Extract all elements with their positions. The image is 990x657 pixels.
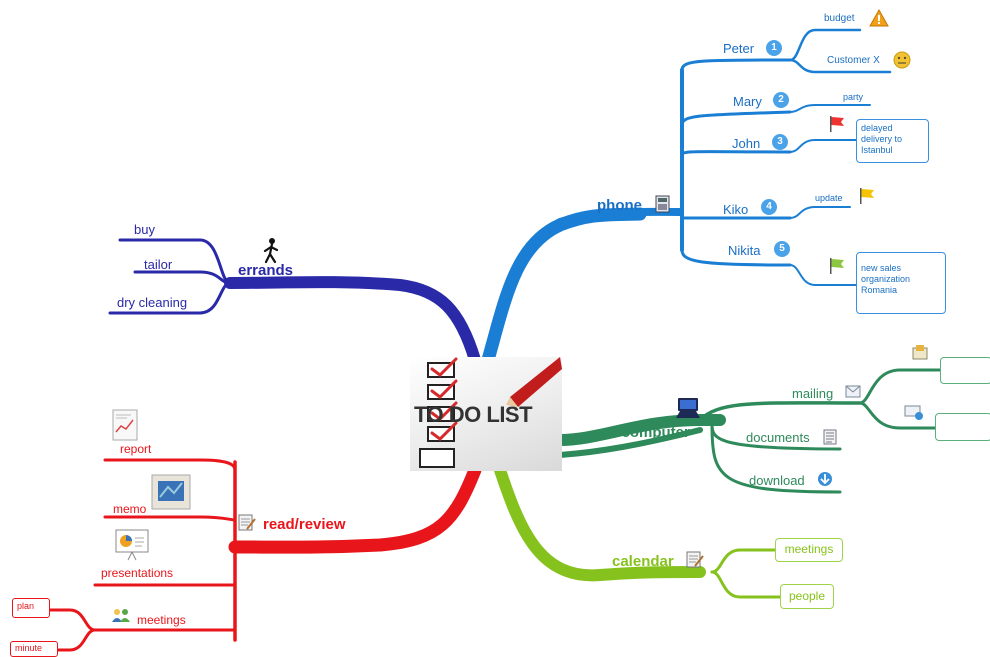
note-delayed-delivery[interactable]: delayed delivery to Istanbul bbox=[856, 119, 929, 163]
errands-label[interactable]: errands bbox=[238, 262, 294, 279]
read-item-meetings[interactable]: meetings bbox=[137, 613, 186, 627]
note-new-sales-organization[interactable]: new sales organization Romania bbox=[856, 252, 946, 314]
person-walking-icon bbox=[263, 238, 279, 264]
contact-number-badge: 4 bbox=[761, 199, 777, 215]
green-flag-icon bbox=[830, 258, 844, 274]
note-budget[interactable]: budget bbox=[824, 13, 855, 24]
center-title: TO DO LIST bbox=[414, 402, 533, 427]
mailing-subnode-box[interactable] bbox=[940, 357, 990, 384]
mailing-subnode-box[interactable] bbox=[935, 413, 990, 441]
document-icon bbox=[823, 429, 837, 445]
read-item-memo[interactable]: memo bbox=[113, 502, 147, 516]
contact-number-badge: 2 bbox=[773, 92, 789, 108]
meeting-item-minute[interactable]: minute bbox=[10, 641, 58, 657]
errand-dry-cleaning[interactable]: dry cleaning bbox=[117, 295, 188, 310]
computer-item-documents[interactable]: documents bbox=[746, 430, 810, 445]
read-review-branch bbox=[38, 458, 482, 652]
calendar-label[interactable]: calendar bbox=[612, 553, 674, 570]
phone-label[interactable]: phone bbox=[597, 197, 642, 214]
smiley-icon bbox=[893, 51, 911, 69]
note-update[interactable]: update bbox=[815, 193, 843, 203]
contact-peter[interactable]: Peter bbox=[723, 41, 755, 56]
note-party[interactable]: party bbox=[843, 92, 864, 102]
contact-kiko[interactable]: Kiko bbox=[723, 202, 749, 217]
contact-number-badge: 1 bbox=[766, 40, 782, 56]
read-review-label[interactable]: read/review bbox=[263, 516, 346, 533]
computer-icon bbox=[676, 398, 700, 418]
read-item-presentations[interactable]: presentations bbox=[101, 566, 174, 580]
computer-item-download[interactable]: download bbox=[749, 473, 805, 488]
phone-icon bbox=[655, 195, 670, 213]
note-customer-x[interactable]: Customer X bbox=[827, 55, 880, 66]
to-do-list-center-image[interactable]: TO DO LIST bbox=[410, 357, 562, 471]
contact-nikita[interactable]: Nikita bbox=[728, 243, 761, 258]
contact-number-badge: 3 bbox=[772, 134, 788, 150]
calendar-item-meetings[interactable]: meetings bbox=[775, 538, 843, 562]
read-review-icon bbox=[238, 514, 256, 531]
warning-icon bbox=[869, 8, 889, 27]
read-item-report[interactable]: report bbox=[120, 442, 152, 456]
yellow-flag-icon bbox=[860, 188, 874, 204]
meetings-people-icon bbox=[112, 609, 130, 622]
report-icon bbox=[112, 409, 138, 441]
calendar-branch bbox=[494, 464, 782, 599]
contact-number-badge: 5 bbox=[774, 241, 790, 257]
at-computer-branch bbox=[554, 368, 942, 494]
meeting-item-plan[interactable]: plan bbox=[12, 598, 50, 618]
phone-branch bbox=[481, 28, 892, 367]
mail-inbox-icon bbox=[912, 345, 928, 360]
presentation-icon bbox=[115, 529, 149, 561]
memo-icon bbox=[151, 474, 191, 510]
errand-tailor[interactable]: tailor bbox=[144, 257, 173, 272]
contact-john[interactable]: John bbox=[732, 136, 761, 151]
checklist-boxes-icon bbox=[419, 357, 562, 468]
errand-buy[interactable]: buy bbox=[134, 222, 155, 237]
red-flag-icon bbox=[830, 116, 844, 132]
contact-mary[interactable]: Mary bbox=[733, 94, 762, 109]
mailing-icon bbox=[845, 385, 861, 398]
errands-branch bbox=[108, 238, 481, 366]
computer-item-mailing[interactable]: mailing bbox=[792, 386, 834, 401]
at-computer-label[interactable]: at computer bbox=[604, 424, 690, 441]
download-icon bbox=[818, 472, 832, 486]
calendar-item-people[interactable]: people bbox=[780, 584, 834, 609]
mail-send-icon bbox=[904, 405, 923, 420]
calendar-edit-icon bbox=[686, 551, 704, 568]
